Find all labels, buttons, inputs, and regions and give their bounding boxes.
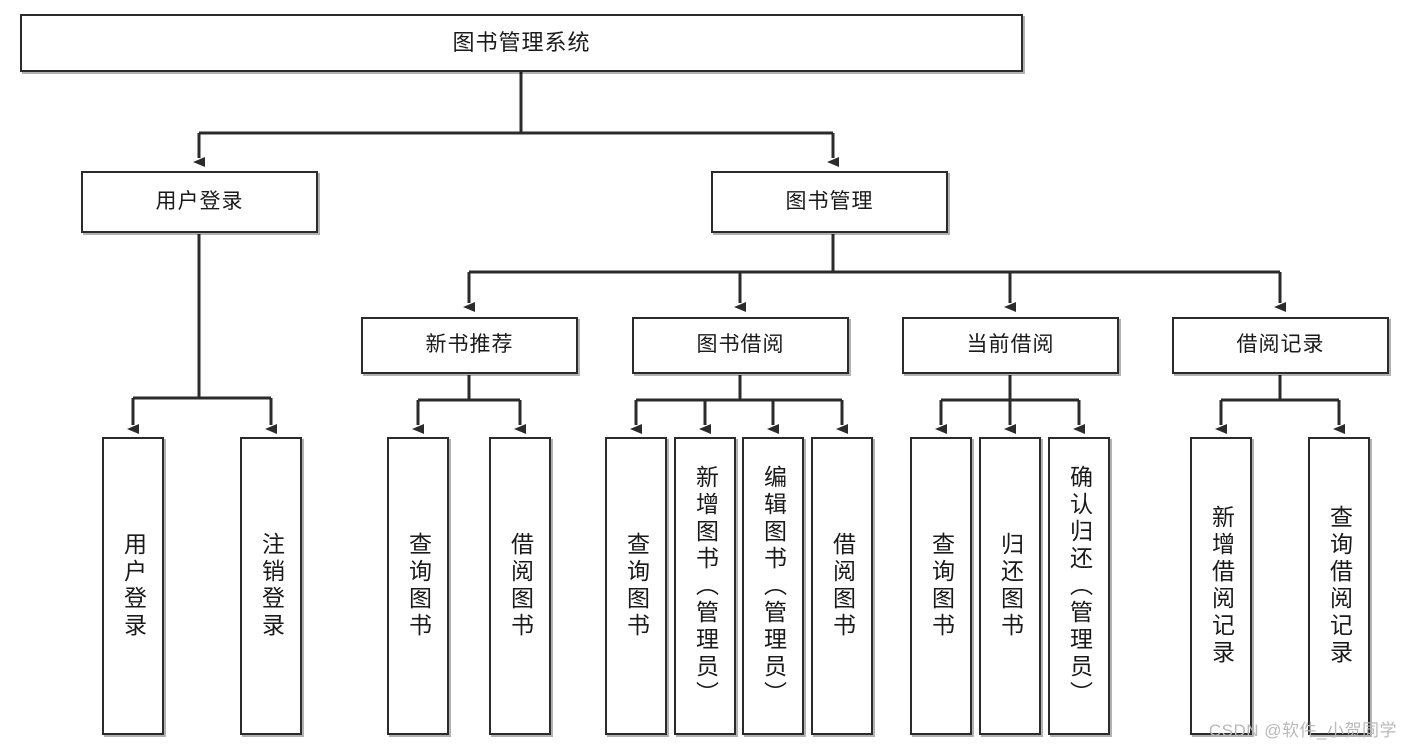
node-leaf-edit-book-label: 编辑图书（管理员） (760, 464, 787, 708)
node-leaf-borrow-book-1[interactable]: 借阅图书 (489, 437, 551, 735)
node-leaf-query-book-3-label: 查询图书 (928, 532, 955, 640)
node-leaf-user-login[interactable]: 用户登录 (102, 437, 164, 735)
node-root[interactable]: 图书管理系统 (20, 14, 1023, 72)
node-user-login[interactable]: 用户登录 (81, 171, 318, 233)
node-current-borrow-label: 当前借阅 (966, 333, 1055, 357)
node-leaf-borrow-book-1-label: 借阅图书 (507, 532, 534, 640)
node-leaf-logout-login-label: 注销登录 (258, 532, 285, 640)
node-borrow-record[interactable]: 借阅记录 (1172, 317, 1389, 374)
node-leaf-query-book-2-label: 查询图书 (623, 532, 650, 640)
node-leaf-query-record[interactable]: 查询借阅记录 (1308, 437, 1370, 735)
node-leaf-query-book-2[interactable]: 查询图书 (605, 437, 667, 735)
node-leaf-borrow-book-2-label: 借阅图书 (829, 532, 856, 640)
node-root-label: 图书管理系统 (452, 30, 591, 56)
node-new-book-recommend[interactable]: 新书推荐 (361, 317, 578, 374)
node-leaf-confirm-return-label: 确认归还（管理员） (1066, 464, 1093, 708)
node-leaf-confirm-return[interactable]: 确认归还（管理员） (1048, 437, 1110, 735)
node-leaf-borrow-book-2[interactable]: 借阅图书 (811, 437, 873, 735)
node-leaf-add-book-label: 新增图书（管理员） (692, 464, 719, 708)
node-new-book-recommend-label: 新书推荐 (425, 333, 514, 357)
node-leaf-query-book-1-label: 查询图书 (405, 532, 432, 640)
node-leaf-add-record-label: 新增借阅记录 (1208, 505, 1235, 667)
node-leaf-query-book-1[interactable]: 查询图书 (387, 437, 449, 735)
node-leaf-query-record-label: 查询借阅记录 (1326, 505, 1353, 667)
node-book-borrow[interactable]: 图书借阅 (632, 317, 849, 374)
watermark: CSDN @软件_小贺同学 (1208, 721, 1397, 740)
node-leaf-edit-book[interactable]: 编辑图书（管理员） (742, 437, 804, 735)
node-leaf-return-book[interactable]: 归还图书 (979, 437, 1041, 735)
node-borrow-record-label: 借阅记录 (1236, 333, 1325, 357)
node-leaf-return-book-label: 归还图书 (997, 532, 1024, 640)
node-leaf-logout-login[interactable]: 注销登录 (240, 437, 302, 735)
node-book-manage-label: 图书管理 (785, 189, 874, 213)
node-leaf-add-book[interactable]: 新增图书（管理员） (674, 437, 736, 735)
node-leaf-user-login-label: 用户登录 (120, 532, 147, 640)
node-book-borrow-label: 图书借阅 (696, 333, 785, 357)
node-user-login-label: 用户登录 (155, 189, 244, 213)
node-leaf-query-book-3[interactable]: 查询图书 (910, 437, 972, 735)
node-leaf-add-record[interactable]: 新增借阅记录 (1190, 437, 1252, 735)
node-current-borrow[interactable]: 当前借阅 (902, 317, 1119, 374)
node-book-manage[interactable]: 图书管理 (711, 171, 948, 233)
